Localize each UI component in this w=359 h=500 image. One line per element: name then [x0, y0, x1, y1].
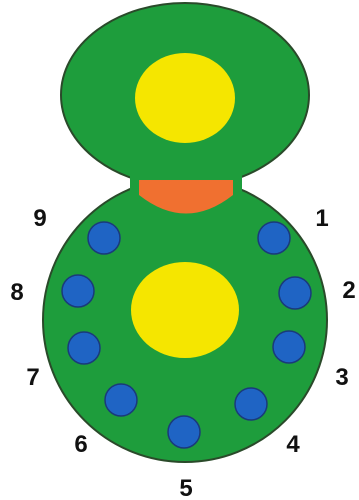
- small-circle-9: [88, 222, 120, 254]
- small-circle-7: [68, 332, 100, 364]
- upper-nucleus: [135, 53, 235, 143]
- label-4: 4: [286, 431, 300, 458]
- label-7: 7: [26, 364, 39, 391]
- small-circle-1: [258, 222, 290, 254]
- small-circle-2: [279, 277, 311, 309]
- label-8: 8: [10, 279, 23, 306]
- small-circle-3: [273, 331, 305, 363]
- label-1: 1: [315, 205, 328, 232]
- small-circle-5: [168, 416, 200, 448]
- label-9: 9: [33, 205, 46, 232]
- label-2: 2: [342, 277, 355, 304]
- small-circle-6: [105, 384, 137, 416]
- label-3: 3: [335, 364, 348, 391]
- lower-nucleus: [131, 262, 239, 358]
- label-6: 6: [74, 431, 87, 458]
- label-5: 5: [179, 475, 192, 500]
- small-circle-4: [235, 388, 267, 420]
- small-circle-8: [62, 275, 94, 307]
